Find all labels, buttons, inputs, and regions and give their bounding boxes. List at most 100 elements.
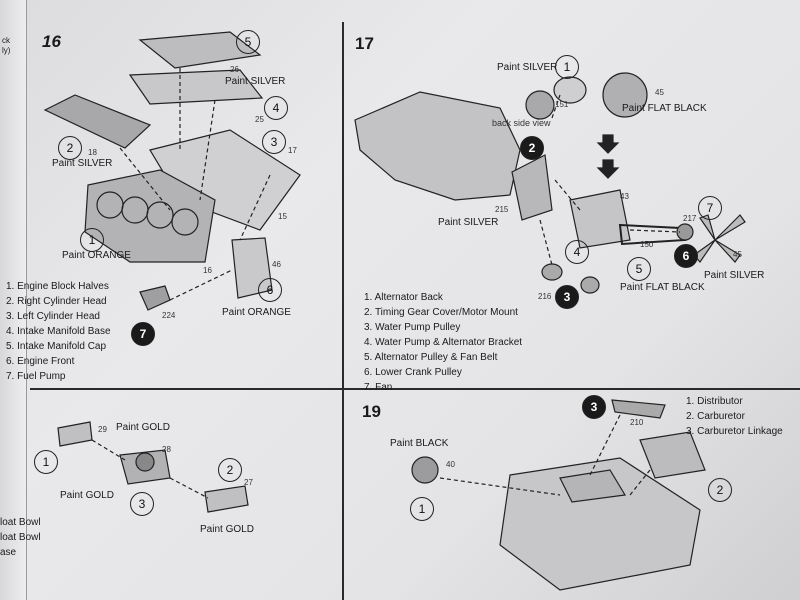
step-19-number: 19: [362, 402, 381, 421]
part-number: 18: [88, 148, 97, 157]
part-number: 43: [620, 192, 629, 201]
legend-item: loat Bowl: [0, 517, 41, 528]
part-number: 150: [640, 240, 654, 249]
horizontal-divider: [30, 388, 800, 390]
part-number: 15: [278, 212, 287, 221]
paint-gold-label: Paint GOLD: [200, 524, 254, 535]
legend-item: 1. Alternator Back: [364, 292, 443, 303]
linkage-drawing: [611, 399, 666, 419]
part-number: 45: [655, 88, 664, 97]
legend-item: 3. Carburetor Linkage: [686, 426, 783, 437]
legend-item: 7. Fuel Pump: [6, 371, 66, 382]
part-number: 215: [495, 205, 509, 214]
part-number: 46: [272, 260, 281, 269]
paint-silver-label: Paint SILVER: [704, 270, 765, 281]
float-bowl-drawing-2: [204, 485, 249, 513]
legend-item: 5. Intake Manifold Cap: [6, 341, 107, 352]
legend-item: 4. Intake Manifold Base: [6, 326, 111, 337]
part-number: 45: [733, 250, 742, 259]
legend-item: 3. Water Pump Pulley: [364, 322, 461, 333]
fan-drawing: [693, 214, 746, 263]
paint-silver-label: Paint SILVER: [52, 158, 113, 169]
timing-cover-drawing: [511, 154, 553, 221]
step-16-number: 16: [42, 32, 61, 51]
callout-circle: 1: [34, 450, 58, 474]
paint-gold-label: Paint GOLD: [60, 490, 114, 501]
engine-top-drawing: [499, 457, 701, 591]
paint-flat-black-label: Paint FLAT BLACK: [620, 282, 705, 293]
float-bowl-drawing-1: [57, 421, 93, 447]
fuel-pump-drawing: [139, 285, 171, 311]
legend-item: 2. Right Cylinder Head: [6, 296, 107, 307]
part-number: 28: [162, 445, 171, 454]
edge-text-2: ly): [2, 46, 11, 55]
callout-circle: 4: [264, 96, 288, 120]
callout-circle-filled: 2: [520, 136, 544, 160]
callout-circle: 5: [627, 257, 651, 281]
legend-item: 2. Carburetor: [686, 411, 745, 422]
legend-item: 3. Left Cylinder Head: [6, 311, 100, 322]
callout-circle: 3: [130, 492, 154, 516]
part-number: 40: [446, 460, 455, 469]
part-number: 151: [555, 100, 569, 109]
legend-item: 7. Fan: [364, 382, 393, 393]
callout-circle: 1: [555, 55, 579, 79]
legend-item: 1. Engine Block Halves: [6, 281, 109, 292]
callout-circle: 2: [708, 478, 732, 502]
legend-item: 6. Engine Front: [6, 356, 75, 367]
legend-item: 4. Water Pump & Alternator Bracket: [364, 337, 523, 348]
legend-item: 1. Distributor: [686, 396, 743, 407]
part-number: 216: [538, 292, 552, 301]
callout-circle: 3: [262, 130, 286, 154]
legend-item: loat Bowl: [0, 532, 41, 543]
paint-silver-label: Paint SILVER: [438, 217, 499, 228]
callout-circle: 5: [236, 30, 260, 54]
edge-text-1: ck: [2, 36, 10, 45]
callout-circle: 2: [218, 458, 242, 482]
legend-item: 6. Lower Crank Pulley: [364, 367, 462, 378]
legend-item: 5. Alternator Pulley & Fan Belt: [364, 352, 498, 363]
manifold-cap-drawing: [138, 31, 262, 69]
paint-flat-black-label: Paint FLAT BLACK: [622, 103, 707, 114]
part-number: 29: [98, 425, 107, 434]
step-16-parts-legend: 1. Engine Block Halves 2. Right Cylinder…: [6, 279, 111, 384]
callout-circle-filled: 3: [555, 285, 579, 309]
engine-assembly-drawing: [354, 91, 521, 201]
callout-circle-filled: 7: [131, 322, 155, 346]
callout-circle-filled: 3: [582, 395, 606, 419]
paint-gold-label: Paint GOLD: [116, 422, 170, 433]
step-18-parts-legend: loat Bowl loat Bowl ase: [0, 515, 41, 560]
paint-black-label: Paint BLACK: [390, 438, 449, 449]
part-number: 16: [203, 266, 212, 275]
legend-item: 2. Timing Gear Cover/Motor Mount: [364, 307, 518, 318]
manifold-base-drawing: [128, 69, 264, 105]
water-pump-bracket-drawing: [569, 189, 631, 249]
vertical-divider: [342, 22, 344, 600]
right-cylinder-head-drawing: [43, 94, 152, 149]
step-17-number: 17: [355, 34, 374, 53]
paint-orange-label: Paint ORANGE: [62, 250, 131, 261]
callout-circle: 6: [258, 278, 282, 302]
callout-circle-filled: 6: [674, 244, 698, 268]
callout-circle: 7: [698, 196, 722, 220]
paint-silver-label: Paint SILVER: [225, 76, 286, 87]
distributor-drawing: [411, 456, 439, 484]
carburetor-drawing: [639, 431, 706, 479]
part-number: 17: [288, 146, 297, 155]
part-number: 26: [230, 65, 239, 74]
callout-circle: 2: [58, 136, 82, 160]
part-number: 224: [162, 311, 176, 320]
part-number: 25: [255, 115, 264, 124]
callout-circle: 4: [565, 240, 589, 264]
step-19-parts-legend: 1. Distributor 2. Carburetor 3. Carburet…: [686, 394, 783, 439]
callout-circle: 1: [410, 497, 434, 521]
previous-page-edge: [0, 0, 27, 600]
part-number: 27: [244, 478, 253, 487]
part-number: 217: [683, 214, 697, 223]
step-17-parts-legend: 1. Alternator Back 2. Timing Gear Cover/…: [364, 290, 522, 395]
legend-item: ase: [0, 547, 17, 558]
callout-circle: 1: [80, 228, 104, 252]
paint-orange-label: Paint ORANGE: [222, 307, 291, 318]
